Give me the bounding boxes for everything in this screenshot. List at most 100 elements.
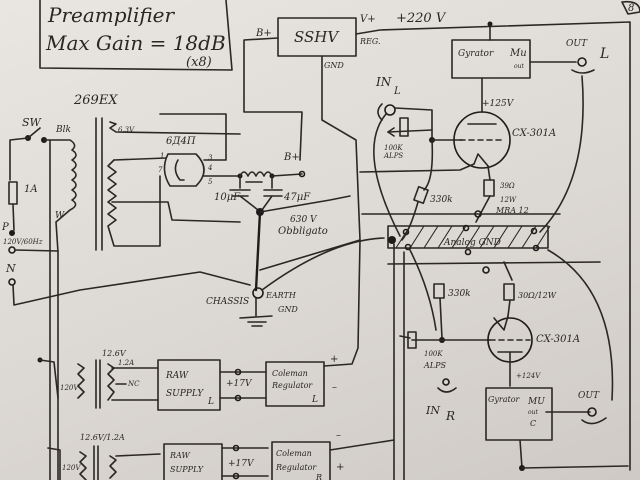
- gyrator-l-label: Gyrator: [458, 49, 494, 59]
- grid-resistor-r-icon: [433, 283, 445, 299]
- coleman-l-line2: Regulator: [271, 381, 313, 390]
- page-number: 8: [621, 0, 640, 15]
- rectifier-tube: 6Д4П 1 7 3 4 5: [158, 113, 241, 187]
- svg-text:1: 1: [160, 152, 164, 160]
- mains-terminal-icon: [8, 246, 16, 254]
- phase-label: P: [1, 222, 9, 233]
- hatch-line: [535, 225, 551, 249]
- choke-icon: [239, 171, 273, 177]
- raw-supply-l-dc: +17V: [226, 379, 253, 389]
- output-l-label: OUT: [566, 39, 588, 49]
- gyrator-r-note: C: [530, 419, 536, 428]
- svg-text:8: 8: [628, 3, 634, 14]
- plate-voltage-r: +124V: [516, 372, 541, 380]
- power-transformer: 269EX Blk W 6.3V: [43, 93, 241, 480]
- title-box: Preamplifier Max Gain = 18dB (x8): [39, 0, 233, 71]
- analog-ground-bus: Analog GND: [361, 213, 601, 480]
- capacitor-1-icon: [229, 175, 259, 211]
- gyrator-l-box: [451, 39, 531, 79]
- fil-l-secondary-winding: [107, 363, 115, 401]
- cathode-resistor-l-type: MRA 12: [495, 206, 529, 215]
- primary-black-lead: Blk: [55, 125, 71, 135]
- pot-r-brand: ALPS: [423, 361, 446, 370]
- coleman-l-side: L: [311, 395, 318, 405]
- gyrator-r-mu: MU: [527, 397, 545, 407]
- primary-white-lead: W: [55, 211, 65, 221]
- grid-resistor-r-label: 330k: [448, 289, 471, 299]
- fil-r-primary: 120V: [62, 464, 81, 472]
- output-r-label: OUT: [578, 391, 600, 401]
- cathode-resistor-l-rating: 12W: [500, 196, 517, 204]
- tube-r-label: CX-301A: [536, 334, 580, 345]
- output-l-side: L: [599, 46, 609, 62]
- chassis-ground: CHASSIS EARTH GND: [206, 237, 385, 327]
- coleman-r-plus: +: [336, 462, 344, 473]
- volume-pot-l-icon[interactable]: [399, 117, 409, 137]
- fil-l-current: 1.2A: [118, 359, 134, 367]
- neutral-terminal-icon: [8, 278, 16, 286]
- hatch-line: [507, 225, 523, 249]
- left-channel: IN L 100K ALPS 330k CX-301A +125V 39Ω 12…: [359, 21, 609, 241]
- fil-l-primary: 120V: [60, 384, 79, 392]
- hatch-line: [437, 225, 453, 249]
- primary-winding: [43, 139, 77, 480]
- earth-ground-terminal-icon: [252, 287, 264, 299]
- pot-l-value: 100K: [384, 144, 403, 152]
- gyrator-r-box: [485, 387, 553, 441]
- pot-l-brand: ALPS: [383, 152, 403, 160]
- sshv-b-plus: B+: [255, 28, 272, 39]
- output-r-jack-icon[interactable]: [587, 407, 597, 417]
- mains-input: SW 1A P 120V/60Hz N: [1, 116, 251, 306]
- svg-text:5: 5: [208, 178, 213, 186]
- gyrator-r-label: Gyrator: [488, 395, 521, 404]
- raw-supply-l-side: L: [207, 397, 214, 407]
- sshv-v-plus: V+: [360, 14, 376, 25]
- coleman-r-minus: –: [336, 430, 341, 441]
- fuse-icon: [8, 181, 18, 205]
- gyrator-l-mu: Mu: [509, 48, 527, 59]
- raw-supply-r-box: [163, 443, 223, 480]
- switch-label: SW: [22, 116, 43, 129]
- output-l-jack-icon[interactable]: [577, 57, 587, 67]
- fil-l-nc: NC: [127, 380, 140, 388]
- transformer-label: 269EX: [73, 93, 118, 108]
- hatch-line: [521, 225, 537, 249]
- raw-supply-l-box: [157, 359, 221, 411]
- svg-text:7: 7: [158, 166, 163, 174]
- hatch-line: [409, 225, 425, 249]
- sshv-box: [277, 17, 357, 57]
- filament-supply-left: 120V 12.6V 1.2A NC RAW SUPPLY L +17V Col…: [37, 239, 361, 411]
- rectifier-label: 6Д4П: [166, 136, 196, 147]
- title-line-3: (x8): [186, 55, 212, 70]
- analog-gnd-label: Analog GND: [443, 238, 501, 248]
- right-channel: 330k 100K ALPS IN R 30Ω/12W CX-301A +124…: [399, 249, 629, 471]
- volume-pot-r-icon[interactable]: [407, 331, 417, 349]
- pot-r-value: 100K: [424, 350, 443, 358]
- raw-supply-r-line2: SUPPLY: [170, 465, 204, 474]
- filament-supply-right: 120V 12.6V/1.2A RAW SUPPLY +17V Coleman …: [47, 430, 395, 480]
- cap-rating-label: 630 V: [290, 215, 318, 225]
- ground-symbol-icon: [239, 315, 273, 327]
- coleman-r-side: R: [315, 473, 322, 480]
- capacitor-2-icon: [261, 175, 283, 211]
- input-r-jack-icon[interactable]: [442, 378, 450, 386]
- cathode-resistor-l-value: 39Ω: [500, 182, 515, 190]
- hv-secondary-winding: [107, 159, 161, 247]
- b-plus-terminal-icon: [298, 170, 306, 178]
- input-l-jack-icon[interactable]: [384, 104, 396, 116]
- sshv-gnd: GND: [324, 61, 344, 70]
- cathode-resistor-r-icon: [503, 283, 515, 301]
- mains-voltage-label: 120V/60Hz: [3, 238, 43, 246]
- heater-winding: [109, 121, 241, 135]
- filter-b-plus: B+: [283, 152, 300, 163]
- earth-gnd-label: GND: [278, 305, 298, 314]
- fil-r-secondary: 12.6V/1.2A: [80, 433, 125, 442]
- cap-brand-label: Obbligato: [278, 226, 328, 237]
- coleman-regulator-r-box: [271, 441, 331, 480]
- raw-supply-r-dc: +17V: [228, 459, 255, 469]
- hv-voltage-label: +220 V: [396, 11, 447, 26]
- input-r-label: IN: [425, 404, 440, 417]
- grid-resistor-l-icon: [413, 185, 429, 205]
- title-line-2: Max Gain = 18dB: [45, 31, 226, 55]
